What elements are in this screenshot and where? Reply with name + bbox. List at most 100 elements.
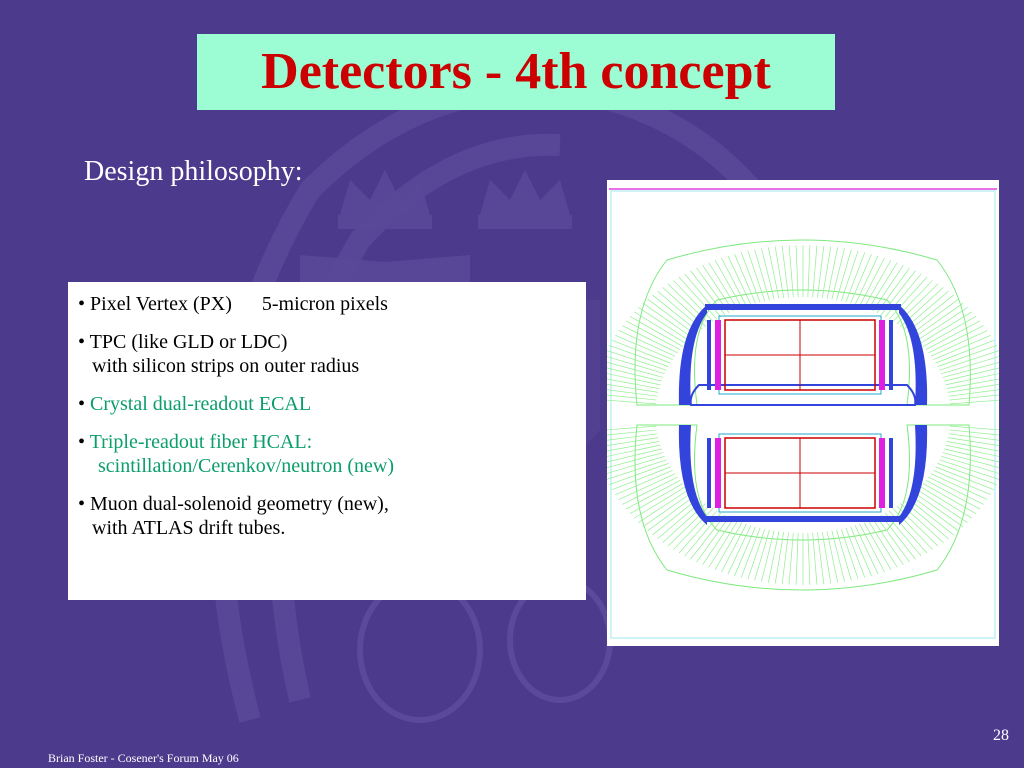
fan-line	[807, 532, 811, 585]
fan-line	[812, 245, 818, 298]
bullet-continuation: with silicon strips on outer radius	[92, 355, 360, 377]
fan-line	[734, 253, 756, 304]
fan-line	[945, 371, 1009, 386]
fan-line	[727, 255, 752, 305]
fan-line	[609, 463, 669, 486]
bullet-continuation: scintillation/Cerenkov/neutron (new)	[98, 455, 395, 477]
fan-line	[690, 514, 726, 560]
fan-line	[922, 316, 977, 347]
fan-line	[826, 531, 839, 583]
bullet-marker: •	[78, 431, 86, 453]
fan-line	[872, 518, 904, 566]
fan-line	[740, 252, 761, 303]
fan-line	[868, 520, 898, 568]
slide-title: Detectors - 4th concept	[261, 43, 771, 100]
fan-line	[625, 320, 681, 351]
fan-line	[601, 360, 664, 378]
fan-line	[942, 360, 1005, 378]
fan-line	[702, 264, 734, 312]
fan-line	[599, 365, 662, 382]
fan-line	[740, 527, 761, 578]
fan-line	[944, 448, 1007, 465]
fan-line	[708, 520, 738, 568]
fan-line	[599, 448, 662, 465]
fan-line	[606, 350, 667, 371]
fan-line	[673, 508, 714, 550]
fan-line	[939, 459, 1000, 480]
fan-line	[606, 459, 667, 480]
fan-line	[642, 302, 693, 338]
fan-line	[714, 260, 743, 308]
fan-line	[907, 294, 954, 333]
bullet-text: Muon dual-solenoid geometry (new),	[90, 493, 389, 515]
bullet-marker: •	[78, 493, 86, 515]
fan-line	[812, 532, 818, 585]
fan-line	[907, 497, 954, 536]
fan-line	[888, 276, 928, 320]
detector-diagram	[591, 180, 1015, 646]
fan-line	[840, 250, 859, 302]
bullet-list: • Pixel Vertex (PX)5-micron pixels • TPC…	[68, 282, 586, 600]
fan-line	[615, 470, 673, 496]
fan-line	[933, 334, 991, 360]
fan-line	[618, 473, 676, 500]
fan-line	[622, 476, 678, 505]
bullet-marker: •	[78, 293, 86, 315]
fan-line	[949, 429, 1014, 437]
fan-line	[933, 470, 991, 496]
fan-line	[591, 425, 657, 432]
fan-line	[721, 523, 747, 573]
fan-line	[761, 530, 775, 582]
fan-line	[708, 262, 738, 310]
bullet-text: TPC (like GLD or LDC)	[89, 331, 288, 353]
fan-line	[597, 444, 661, 459]
fan-line	[910, 495, 959, 532]
fan-line	[948, 433, 1013, 443]
fan-line	[652, 294, 699, 333]
fan-line	[601, 452, 664, 470]
fan-line	[633, 486, 686, 519]
title-box: Detectors - 4th concept	[197, 34, 835, 110]
fan-line	[826, 247, 839, 299]
bullet-marker: •	[78, 393, 86, 415]
bullet-marker: •	[78, 331, 86, 353]
fan-line	[592, 429, 657, 437]
fan-line	[922, 483, 977, 514]
fan-line	[949, 393, 1014, 401]
fan-line	[638, 307, 689, 341]
fan-line	[754, 529, 770, 581]
fan-line	[836, 529, 852, 581]
fan-line	[925, 479, 981, 510]
bullet-item: • Triple-readout fiber HCAL: scintillati…	[78, 430, 578, 478]
fan-line	[892, 280, 933, 322]
fan-line	[761, 248, 775, 300]
fan-line	[821, 531, 832, 584]
fan-line	[928, 325, 984, 354]
fan-line	[863, 260, 892, 308]
fan-line	[595, 441, 660, 454]
fan-line	[920, 486, 973, 519]
fan-line	[622, 325, 678, 354]
fan-line	[597, 371, 661, 386]
fan-line	[774, 531, 785, 584]
bullet-item: • Pixel Vertex (PX)5-micron pixels	[78, 292, 578, 316]
bullet-text: Triple-readout fiber HCAL:	[89, 431, 313, 453]
fan-line	[917, 489, 968, 523]
subtitle: Design philosophy:	[84, 156, 303, 187]
fan-line	[868, 262, 898, 310]
fan-line	[920, 311, 973, 344]
fan-line	[678, 276, 718, 320]
fan-line	[727, 525, 752, 575]
fan-line	[930, 473, 988, 500]
fan-line	[629, 483, 684, 514]
fan-line	[817, 532, 825, 585]
fan-line	[850, 526, 872, 577]
fan-line	[930, 330, 988, 357]
fan-line	[939, 350, 1000, 371]
fan-line	[593, 387, 658, 397]
fan-line	[913, 492, 964, 528]
fan-line	[949, 425, 1015, 432]
fan-line	[876, 516, 910, 563]
fan-line	[872, 264, 904, 312]
fan-line	[788, 245, 794, 298]
